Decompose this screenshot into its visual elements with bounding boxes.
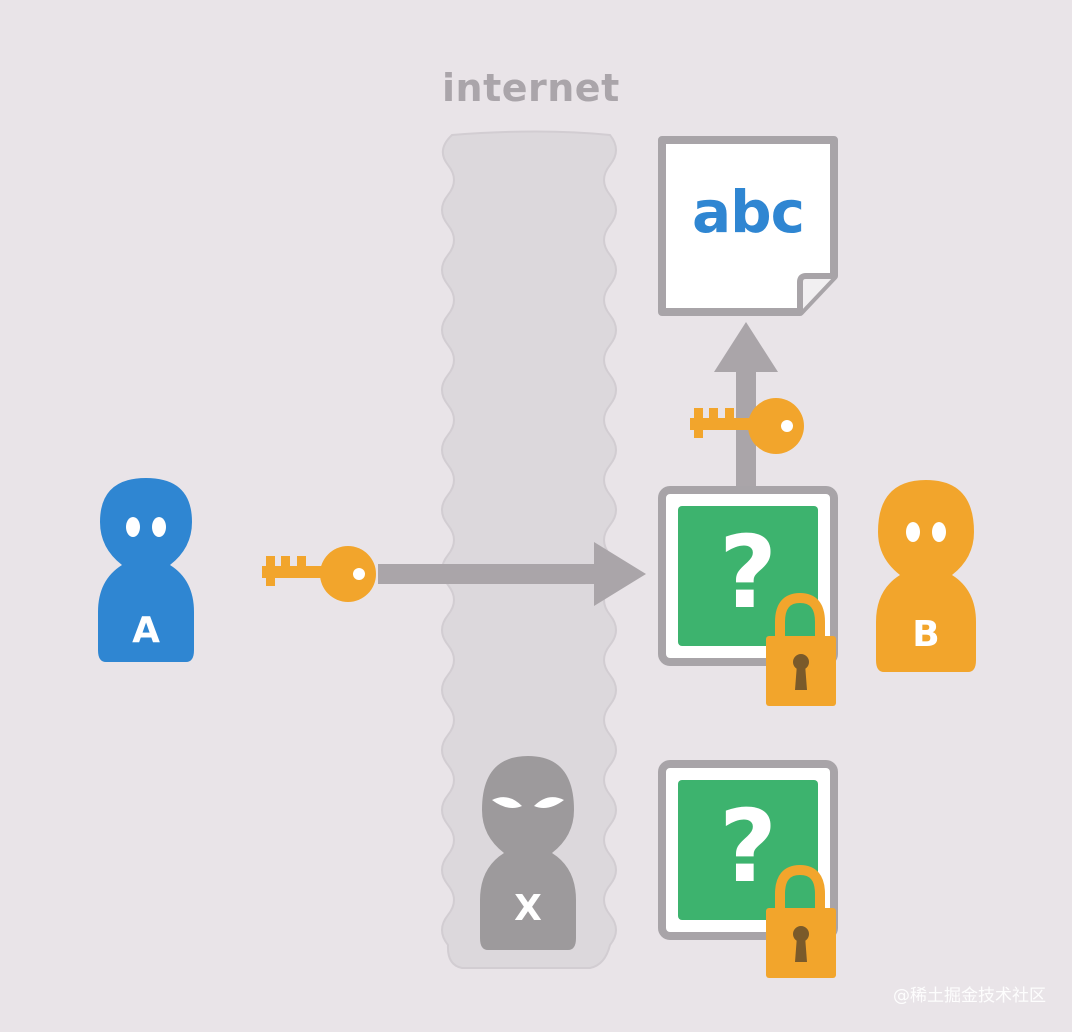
lock-icon [766, 592, 836, 706]
person-x-label: X [514, 888, 542, 929]
eavesdropper-icon [480, 756, 576, 950]
transfer-arrow [378, 542, 646, 606]
encrypted-box-intercepted-symbol: ? [718, 788, 777, 905]
watermark: @稀土掘金技术社区 [893, 986, 1046, 1006]
document-icon [658, 136, 838, 316]
person-b-label: B [912, 614, 940, 655]
key-icon [690, 398, 804, 454]
encrypted-box-b-symbol: ? [718, 514, 777, 631]
key-icon [262, 546, 376, 602]
person-b-icon [876, 480, 976, 672]
internet-band [441, 130, 617, 969]
decrypt-arrow [714, 322, 778, 496]
lock-icon [766, 864, 836, 978]
internet-label: internet [442, 66, 620, 110]
person-a-label: A [132, 610, 160, 651]
encrypted-box-intercepted [658, 760, 838, 940]
document-text: abc [691, 178, 805, 246]
person-a-icon [98, 478, 194, 662]
